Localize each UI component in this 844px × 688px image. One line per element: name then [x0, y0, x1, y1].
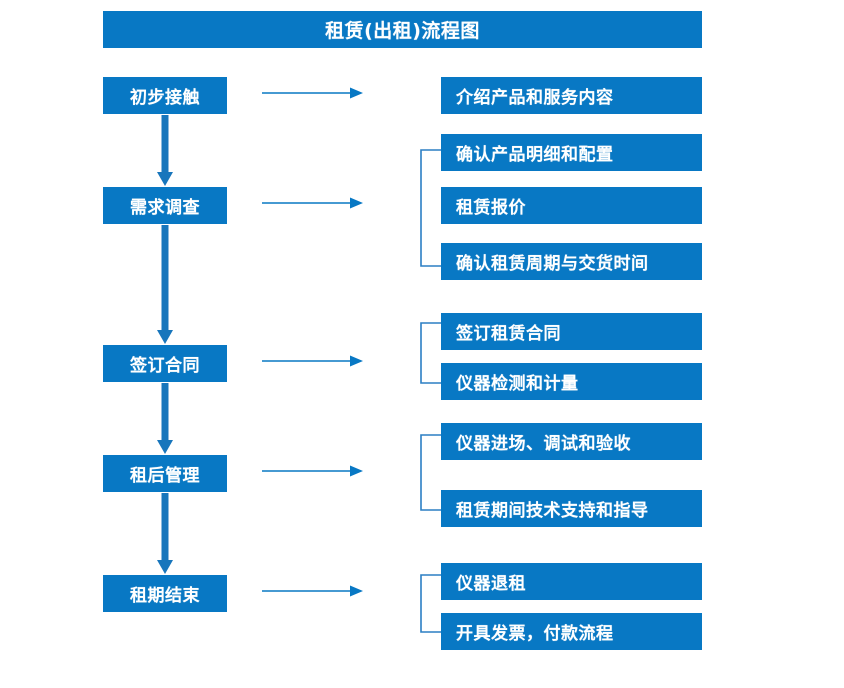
detail-box-invoice-payment[interactable]: 开具发票，付款流程 [441, 613, 702, 650]
bracket-group-rental-end [420, 574, 442, 633]
arrow-down-icon-3-to-4 [157, 383, 173, 454]
stage-box-post-rental-management[interactable]: 租后管理 [103, 455, 227, 492]
detail-box-instrument-inspection[interactable]: 仪器检测和计量 [441, 363, 702, 400]
diagram-title: 租赁(出租)流程图 [103, 11, 702, 48]
arrow-right-icon-stage-4 [262, 464, 363, 478]
arrow-down-icon-2-to-3 [157, 225, 173, 344]
detail-box-instrument-return[interactable]: 仪器退租 [441, 563, 702, 600]
detail-box-sign-rental-contract[interactable]: 签订租赁合同 [441, 313, 702, 350]
arrow-down-icon-1-to-2 [157, 115, 173, 186]
stage-box-initial-contact[interactable]: 初步接触 [103, 77, 227, 114]
arrow-right-icon-stage-5 [262, 584, 363, 598]
stage-box-sign-contract[interactable]: 签订合同 [103, 345, 227, 382]
stage-box-demand-survey[interactable]: 需求调查 [103, 187, 227, 224]
detail-box-confirm-period-delivery[interactable]: 确认租赁周期与交货时间 [441, 243, 702, 280]
detail-box-instrument-entry-commissioning[interactable]: 仪器进场、调试和验收 [441, 423, 702, 460]
detail-box-technical-support[interactable]: 租赁期间技术支持和指导 [441, 490, 702, 527]
arrow-down-icon-4-to-5 [157, 493, 173, 574]
detail-box-introduce-products[interactable]: 介绍产品和服务内容 [441, 77, 702, 114]
bracket-group-sign-contract [420, 322, 442, 384]
arrow-right-icon-stage-1 [262, 86, 363, 100]
arrow-right-icon-stage-3 [262, 354, 363, 368]
detail-box-rental-quote[interactable]: 租赁报价 [441, 187, 702, 224]
stage-box-rental-end[interactable]: 租期结束 [103, 575, 227, 612]
arrow-right-icon-stage-2 [262, 196, 363, 210]
detail-box-confirm-product-spec[interactable]: 确认产品明细和配置 [441, 134, 702, 171]
bracket-group-demand-survey [420, 149, 442, 267]
bracket-group-post-rental [420, 434, 442, 511]
